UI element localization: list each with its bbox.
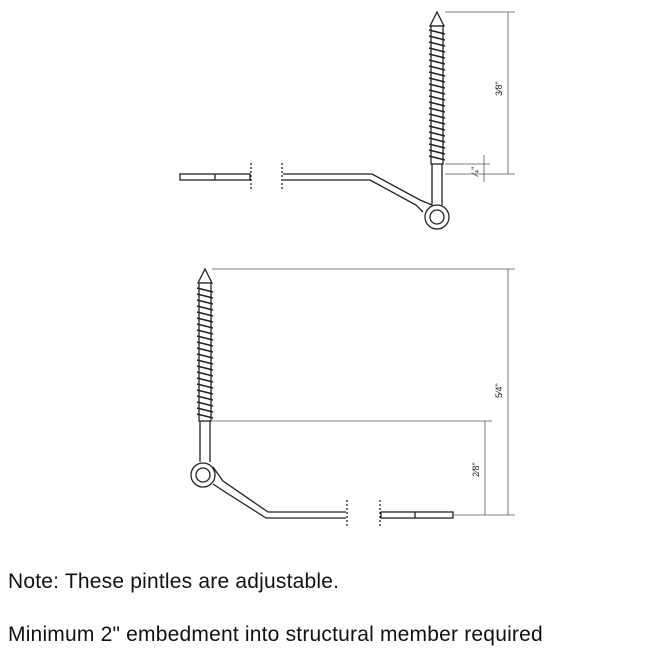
pintle-hardware-drawing: 3⁄8" ⁄₄" 5⁄4" 2⁄8" [179,10,515,528]
bottom-overall-length-label: 5⁄4" [494,383,504,398]
top-eye-inner [429,209,445,225]
bottom-eye-outer [190,462,216,488]
top-eye-outer [424,204,450,230]
bottom-pintle [190,267,454,528]
bottom-break-marks [346,500,381,528]
top-screw-tip [428,10,446,27]
bottom-lower-offset-label: 2⁄8" [471,462,481,477]
top-offset-label: ⁄₄" [470,167,480,177]
top-screw-thread-core [430,25,444,165]
bottom-screw-shank [199,421,211,462]
bottom-strap-left [212,466,346,519]
top-screw-shank [431,164,443,205]
bottom-dimensions [212,268,515,516]
bottom-screw-tip [196,267,214,284]
top-pintle [179,10,450,230]
top-break-marks [250,163,283,190]
top-dimensions [445,11,515,182]
top-strap-right [283,173,433,213]
bottom-screw-threads [196,287,214,419]
embedment-requirement-note: Minimum 2" embedment into structural mem… [8,623,543,646]
top-screw-threads [428,29,446,161]
adjustable-note: Note: These pintles are adjustable. [8,570,340,593]
top-screw-length-label: 3⁄8" [494,81,504,96]
bottom-eye-inner [195,467,211,483]
bottom-strap-right [380,511,454,519]
